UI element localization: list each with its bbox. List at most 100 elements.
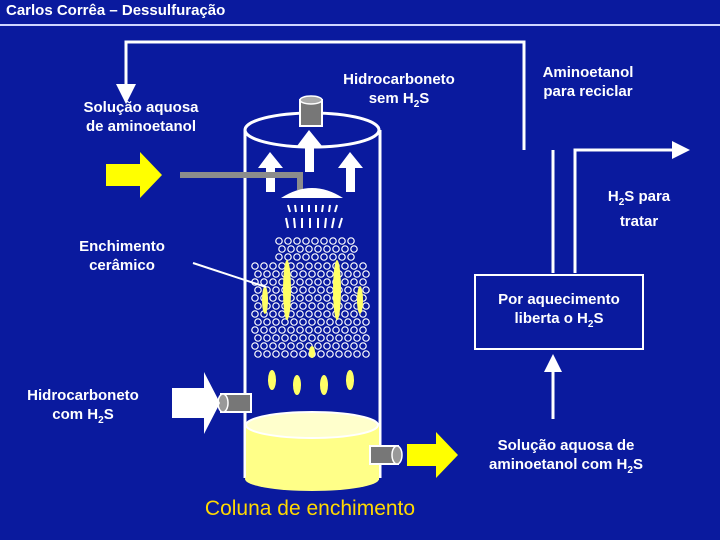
top-flow-line xyxy=(124,40,526,150)
packing-ring xyxy=(332,245,340,253)
outlet-yellow-arrow xyxy=(407,432,458,478)
packing-ring xyxy=(263,350,271,358)
packing-ring xyxy=(296,310,304,318)
packing-ring xyxy=(260,262,268,270)
packing-ring xyxy=(317,350,325,358)
packing-ring xyxy=(317,286,325,294)
packing-ring xyxy=(278,245,286,253)
packing-ring xyxy=(362,350,370,358)
packing-ring xyxy=(359,278,367,286)
regeneration-box: Por aquecimento liberta o H2S xyxy=(474,274,644,350)
label-hidrocarboneto-sem-h2s: Hidrocarboneto sem H2S xyxy=(343,71,455,110)
packing-ring xyxy=(281,318,289,326)
packing-ring xyxy=(296,294,304,302)
label-hidrocarboneto-com-h2s: Hidrocarboneto com H2S xyxy=(27,387,139,426)
packing-ring xyxy=(329,253,337,261)
label-solucao-com-h2s: Solução aquosa de aminoetanol com H2S xyxy=(489,437,643,476)
packing-ring xyxy=(305,245,313,253)
packing-ring xyxy=(260,278,268,286)
packing-ring xyxy=(344,318,352,326)
h2s-out-line xyxy=(573,148,672,273)
packing-ring xyxy=(314,262,322,270)
packing-ring xyxy=(341,262,349,270)
packing-ring xyxy=(335,318,343,326)
packing-ring xyxy=(290,318,298,326)
packing-ring xyxy=(353,270,361,278)
packing-ring xyxy=(362,334,370,342)
packing-ring xyxy=(290,302,298,310)
packing-ring xyxy=(320,253,328,261)
packing-ring xyxy=(308,318,316,326)
h2s-out-arrowhead xyxy=(672,141,690,159)
packing-ring xyxy=(317,270,325,278)
packing-ring xyxy=(344,302,352,310)
packing-ring xyxy=(260,326,268,334)
packing-ring xyxy=(341,326,349,334)
title-divider xyxy=(0,24,720,26)
shower-head xyxy=(281,188,343,198)
reservoir-surface xyxy=(245,411,379,439)
label-solucao-aquosa: Solução aquosa de aminoetanol xyxy=(83,99,199,135)
packing-ring xyxy=(296,245,304,253)
packing-ring xyxy=(350,342,358,350)
packing-ring xyxy=(350,245,358,253)
packing-ring xyxy=(317,318,325,326)
label-aminoetanol-reciclar: Aminoetanol para reciclar xyxy=(542,64,634,100)
ceramic-packing xyxy=(251,237,370,358)
packing-ring xyxy=(305,262,313,270)
diagram-caption: Coluna de enchimento xyxy=(204,497,416,520)
packing-ring xyxy=(359,262,367,270)
packing-ring xyxy=(338,237,346,245)
packing-ring xyxy=(350,278,358,286)
packing-ring xyxy=(323,278,331,286)
packing-ring xyxy=(281,350,289,358)
shower-drops xyxy=(285,204,343,229)
packing-ring xyxy=(344,286,352,294)
packing-ring xyxy=(272,334,280,342)
packing-ring xyxy=(332,326,340,334)
packing-ring xyxy=(347,253,355,261)
packing-ring xyxy=(299,350,307,358)
packing-ring xyxy=(305,278,313,286)
packing-ring xyxy=(341,278,349,286)
packing-ring xyxy=(359,310,367,318)
packing-ring xyxy=(290,286,298,294)
packing-pointer xyxy=(192,262,267,288)
yellow-drops xyxy=(262,260,363,395)
packing-ring xyxy=(269,278,277,286)
packing-ring xyxy=(269,342,277,350)
packing-ring xyxy=(254,350,262,358)
packing-ring xyxy=(263,318,271,326)
packing-ring xyxy=(350,310,358,318)
label-h2s-tratar: H2S para tratar xyxy=(607,188,671,230)
packing-ring xyxy=(335,334,343,342)
packing-ring xyxy=(254,270,262,278)
packing-ring xyxy=(314,278,322,286)
packing-ring xyxy=(305,310,313,318)
packing-ring xyxy=(278,310,286,318)
packing-ring xyxy=(269,310,277,318)
packing-ring xyxy=(308,302,316,310)
packing-ring xyxy=(278,326,286,334)
packing-ring xyxy=(272,286,280,294)
packing-ring xyxy=(293,253,301,261)
packing-ring xyxy=(305,342,313,350)
packing-ring xyxy=(263,270,271,278)
packing-ring xyxy=(329,237,337,245)
packing-ring xyxy=(359,342,367,350)
packing-ring xyxy=(296,278,304,286)
packing-ring xyxy=(362,302,370,310)
packing-ring xyxy=(362,318,370,326)
packing-ring xyxy=(314,326,322,334)
slide-title: Carlos Corrêa – Dessulfuração xyxy=(6,2,226,19)
packing-ring xyxy=(347,237,355,245)
packing-ring xyxy=(296,326,304,334)
packing-ring xyxy=(284,237,292,245)
packing-ring xyxy=(338,253,346,261)
packing-ring xyxy=(326,286,334,294)
packing-ring xyxy=(251,342,259,350)
packing-ring xyxy=(299,334,307,342)
packing-ring xyxy=(311,253,319,261)
packing-ring xyxy=(251,294,259,302)
packing-ring xyxy=(254,286,262,294)
